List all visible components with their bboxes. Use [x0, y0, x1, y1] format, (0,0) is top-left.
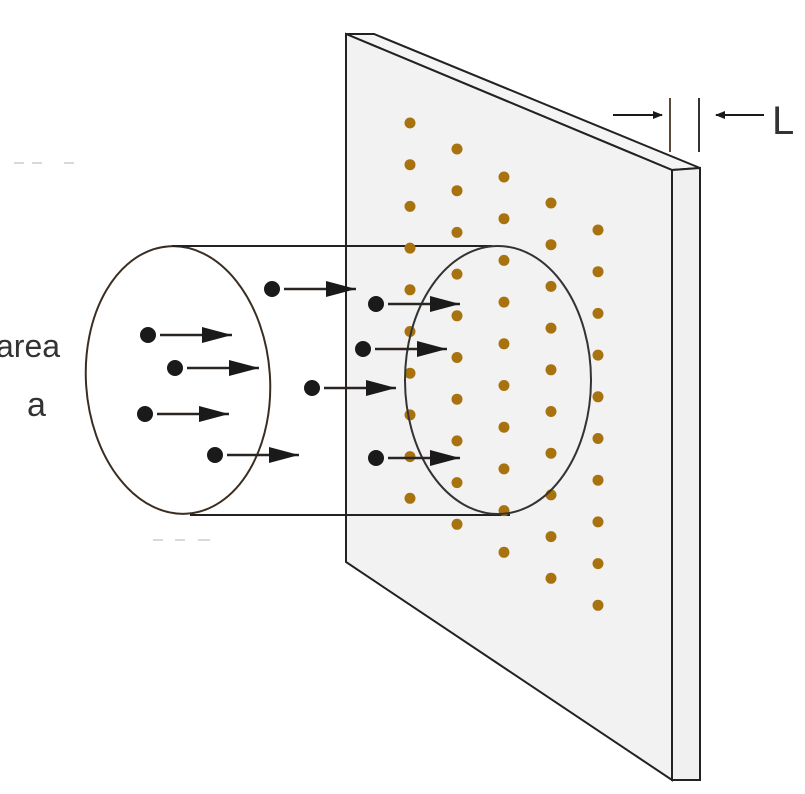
- area-label: area: [0, 328, 60, 364]
- lattice-dot: [498, 546, 510, 558]
- lattice-dot: [545, 197, 557, 209]
- lattice-dot: [498, 338, 510, 350]
- particle-dot: [368, 296, 384, 312]
- lattice-dot: [451, 268, 463, 280]
- particle: [368, 450, 460, 466]
- particle-dot: [368, 450, 384, 466]
- particle: [140, 327, 232, 343]
- lattice-dot: [404, 284, 416, 296]
- projected-area-ellipse: [404, 245, 592, 515]
- particle: [207, 447, 299, 463]
- slab-face: [345, 32, 673, 782]
- lattice-dot: [451, 185, 463, 197]
- particle: [137, 406, 229, 422]
- lattice-dot: [451, 518, 463, 530]
- particle-dot: [264, 281, 280, 297]
- lattice-dot: [451, 352, 463, 363]
- lattice-dot: [545, 572, 557, 584]
- lattice-dot: [404, 242, 416, 254]
- lattice-dot: [451, 226, 463, 238]
- lattice-dot: [592, 433, 604, 444]
- lattice-dot: [451, 393, 463, 405]
- particle: [304, 380, 396, 396]
- lattice-dot: [404, 117, 416, 129]
- lattice-dot: [498, 213, 510, 225]
- particle: [167, 360, 259, 376]
- particle-dot: [355, 341, 371, 357]
- particle: [368, 296, 460, 312]
- lattice-dot: [498, 380, 510, 391]
- lattice-dot: [404, 200, 416, 212]
- particle-dot: [167, 360, 183, 376]
- lattice-dot: [545, 406, 557, 417]
- faint-dashes: [14, 162, 210, 541]
- lattice-dot: [592, 307, 604, 319]
- lattice-dot: [592, 266, 604, 278]
- slab: [345, 32, 701, 782]
- lattice-dot: [545, 531, 557, 543]
- lattice-dot: [451, 310, 463, 322]
- lattice-dot: [592, 558, 604, 570]
- lattice-dot: [404, 367, 416, 379]
- lattice-dot: [545, 280, 557, 292]
- lattice-dot: [451, 143, 463, 155]
- lattice-dot: [404, 159, 416, 171]
- lattice-dot: [498, 254, 510, 266]
- lattice-dot: [451, 435, 463, 447]
- lattice-dot: [498, 296, 510, 308]
- particle: [264, 281, 356, 297]
- area-symbol-label: a: [27, 386, 46, 424]
- lattice-dot: [498, 421, 510, 433]
- particle-dot: [137, 406, 153, 422]
- particle-dot: [140, 327, 156, 343]
- area-ellipse: [84, 245, 272, 515]
- lattice-dot: [592, 516, 604, 528]
- particle: [355, 341, 447, 357]
- lattice-dot: [592, 349, 604, 361]
- lattice-dot: [404, 492, 416, 504]
- lattice-dot: [545, 447, 557, 459]
- lattice-dot: [592, 599, 604, 611]
- lattice-dot: [545, 322, 557, 334]
- lattice-dots: [404, 117, 604, 611]
- lattice-dot: [404, 409, 416, 421]
- thickness-annotation: L: [613, 98, 794, 152]
- lattice-dot: [498, 463, 510, 475]
- moving-particles: [137, 281, 460, 466]
- lattice-dot: [545, 364, 557, 376]
- slab-side-edge: [671, 166, 701, 781]
- lattice-dot: [404, 451, 416, 463]
- thickness-label: L: [772, 99, 794, 143]
- lattice-dot: [451, 477, 463, 489]
- lattice-dot: [498, 171, 510, 183]
- particle-dot: [207, 447, 223, 463]
- lattice-dot: [592, 224, 604, 236]
- lattice-dot: [592, 474, 604, 486]
- lattice-dot: [545, 239, 557, 251]
- lattice-dot: [592, 391, 604, 403]
- particle-dot: [304, 380, 320, 396]
